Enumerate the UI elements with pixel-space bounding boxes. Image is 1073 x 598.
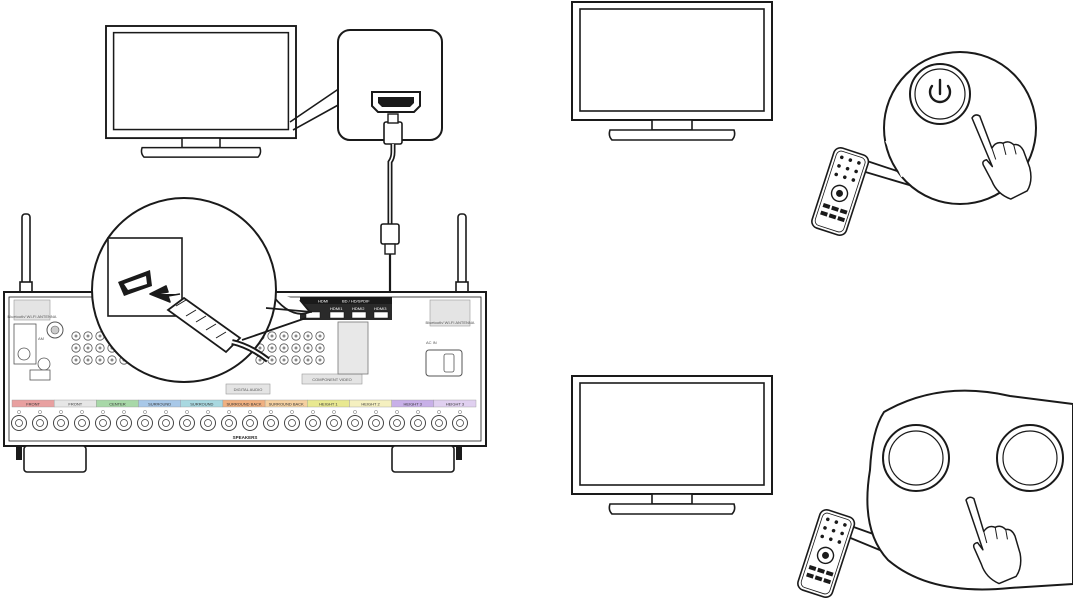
right-antenna-label: Bluetooth/ WI-FI ANTENNA bbox=[426, 320, 475, 325]
ac-in-label: AC IN bbox=[426, 340, 437, 345]
speaker-group-label: FRONT bbox=[26, 401, 40, 406]
tv-hdmi-callout bbox=[289, 29, 443, 141]
power-icon bbox=[928, 78, 952, 104]
hdmi-sub-label: BD / HD/SPDIF bbox=[342, 299, 370, 304]
hdmi-cable bbox=[380, 113, 403, 318]
speaker-group-label: SURROUND BACK bbox=[269, 401, 304, 406]
speaker-group-label: HEIGHT 2 bbox=[361, 401, 380, 406]
hdmi-header-label: HDMI bbox=[318, 299, 328, 304]
speaker-group-label: CENTER bbox=[109, 401, 126, 406]
left-antenna bbox=[19, 213, 33, 293]
speaker-group-label: FRONT bbox=[68, 401, 82, 406]
speaker-group-label: SURROUND bbox=[190, 401, 213, 406]
tv-top-right bbox=[571, 1, 773, 141]
digital-audio-label: DIGITAL AUDIO bbox=[234, 387, 263, 392]
hdmi-port-closeup bbox=[118, 270, 152, 296]
hdmi-port-label-1: HDMI1 bbox=[330, 306, 343, 311]
hdmi-plug-closeup bbox=[166, 296, 270, 363]
speaker-terminals bbox=[11, 410, 468, 431]
remote-control-icon-2 bbox=[795, 507, 858, 598]
insert-arrow bbox=[149, 285, 181, 303]
buttons-callout bbox=[833, 389, 1073, 591]
left-antenna-label: Bluetooth/ WI-FI ANTENNA bbox=[8, 314, 57, 319]
left-round-button bbox=[882, 424, 950, 492]
remote-control-icon bbox=[809, 145, 872, 238]
speaker-label-strip: FRONT FRONT CENTER SURROUND SURROUND SURROUND… bbox=[11, 399, 477, 408]
speaker-group-label: HEIGHT 3 bbox=[446, 401, 465, 406]
speakers-label: SPEAKERS bbox=[233, 435, 258, 440]
speaker-group-label: HEIGHT 1 bbox=[319, 401, 338, 406]
hdmi-port-icon bbox=[371, 91, 421, 113]
hdmi-insert-callout bbox=[91, 197, 313, 383]
power-callout bbox=[851, 51, 1037, 205]
am-label: AM bbox=[38, 336, 44, 341]
hdmi-port-label-2: HDMI2 bbox=[352, 306, 365, 311]
component-video-label: COMPONENT VIDEO bbox=[312, 377, 352, 382]
speaker-group-label: HEIGHT 3 bbox=[404, 401, 423, 406]
tv-bottom-right bbox=[571, 375, 773, 515]
speaker-group-label: SURROUND bbox=[148, 401, 171, 406]
right-round-button bbox=[996, 424, 1064, 492]
right-antenna bbox=[455, 213, 469, 293]
speaker-group-label: SURROUND BACK bbox=[226, 401, 261, 406]
hdmi-port-label-3: HDMI3 bbox=[374, 306, 387, 311]
speaker-group-band bbox=[433, 399, 477, 408]
tv-left bbox=[105, 25, 297, 159]
